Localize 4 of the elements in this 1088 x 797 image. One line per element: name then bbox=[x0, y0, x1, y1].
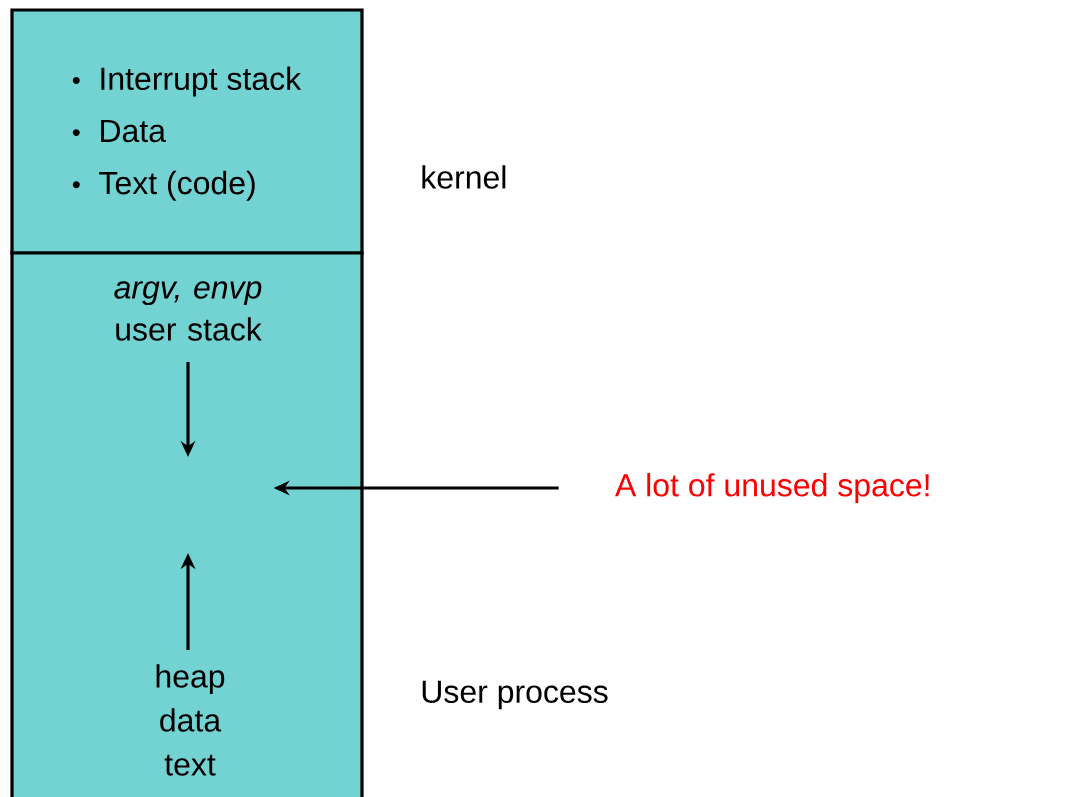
region-label: kernel bbox=[422, 165, 506, 189]
memory-region-box: Interrupt stack Data Text (code) bbox=[10, 8, 364, 255]
region-label: User process bbox=[422, 680, 608, 710]
annotation-text: A lot of unused space! bbox=[615, 473, 929, 503]
